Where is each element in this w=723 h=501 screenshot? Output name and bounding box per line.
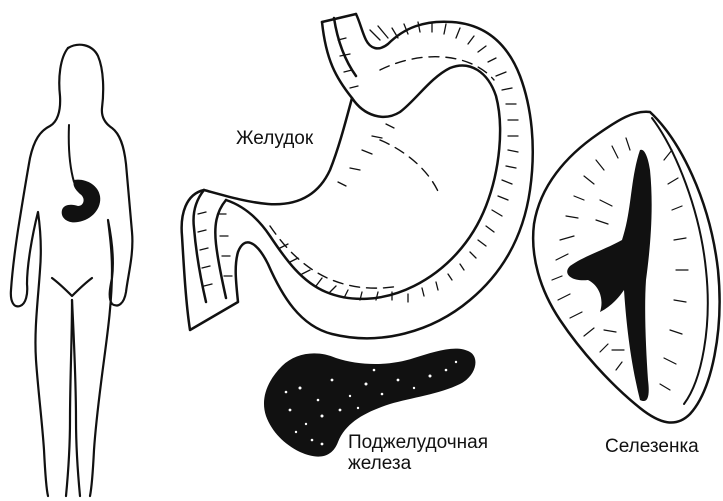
spleen-label: Селезенка	[605, 436, 699, 457]
pancreas-label-line1: Поджелудочная	[348, 432, 488, 453]
stomach-label: Желудок	[236, 128, 313, 149]
pancreas-label-line2: железа	[348, 453, 488, 474]
pancreas-label: Поджелудочная железа	[348, 432, 488, 474]
